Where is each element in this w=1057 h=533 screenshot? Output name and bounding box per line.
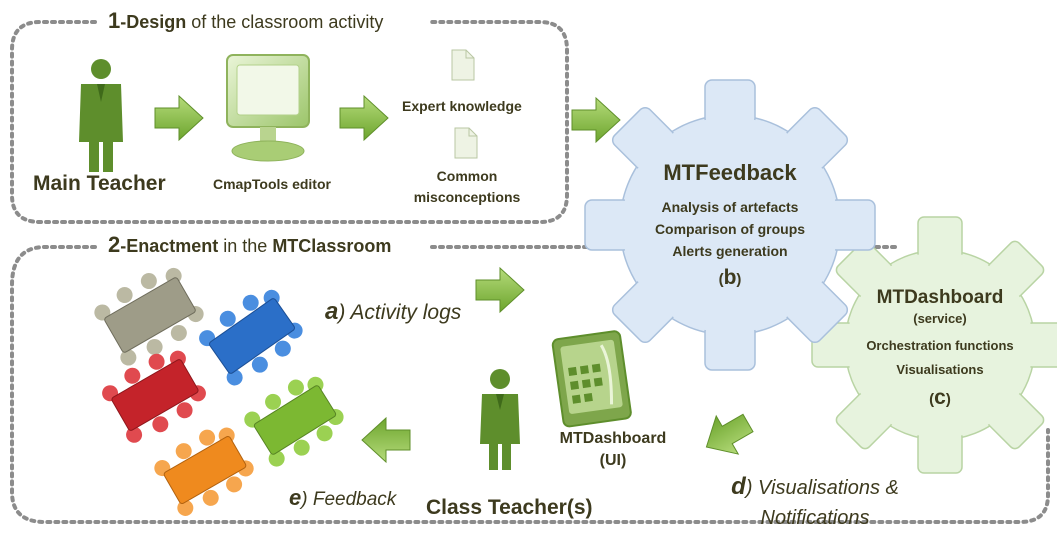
mtfeedback-gear: MTFeedback Analysis of artefacts Compari… [620,160,840,290]
enactment-section-title: 2-Enactment in the MTClassroom [104,232,396,258]
step-text-line2: Notifications [760,507,870,529]
table-group-icon [102,350,206,443]
table-group-icon [154,427,254,516]
gear-icon [811,216,1057,474]
document-icon [451,49,475,81]
design-section-title: 1-Design of the classroom activity [104,8,388,34]
section-title-tail: MTClassroom [272,236,392,256]
gear-b-line: Analysis of artefacts [661,199,799,215]
section-keyword: -Enactment [120,236,219,256]
arrow-right-icon [571,97,621,143]
step-text: ) Visualisations & [745,477,899,499]
section-title-middle: in the [218,236,273,256]
gear-b-tag: (b) [620,266,840,290]
monitor-icon [226,54,310,162]
step-letter: d [731,473,746,500]
gear-icon [584,79,876,371]
mtdashboard-service-gear: MTDashboard (service) Orchestration func… [840,287,1040,410]
section-number: 2 [108,232,121,257]
arrow-left-icon [361,417,411,463]
section-keyword: -Design [120,12,187,32]
arrow-right-icon [339,95,389,141]
section-title-rest: of the classroom activity [186,12,384,32]
design-section-border [10,20,569,224]
person-icon [480,369,520,470]
section-number: 1 [108,8,121,33]
enactment-section-border [10,245,1050,524]
feedback-label: e) Feedback [289,485,396,511]
mtdashboard-service-title: MTDashboard [876,287,1004,308]
table-group-icon [244,376,344,467]
mtdashboard-ui-label: MTDashboard (UI) [543,428,683,472]
arrow-left-icon [694,403,760,467]
step-letter: a [325,298,339,325]
activity-logs-label: a) Activity logs [325,298,461,326]
mtdashboard-ui-line1: MTDashboard [559,430,667,447]
class-teacher-label: Class Teacher(s) [426,496,593,519]
tag-letter: b [723,266,737,289]
tag-letter: c [934,386,946,409]
tag-close: ) [945,391,951,408]
misconceptions-line2: misconceptions [413,189,521,205]
mtdashboard-ui-line2: (UI) [599,452,627,469]
gear-c-tag: (c) [840,386,1040,410]
gear-b-line: Alerts generation [672,243,788,259]
tag-close: ) [736,271,742,288]
tablet-icon [551,330,632,428]
gear-b-line: Comparison of groups [654,221,806,237]
gear-c-line: Orchestration functions [866,338,1014,353]
gear-c-line: Visualisations [896,362,984,377]
tag-open: ( [718,271,724,288]
expert-knowledge-label: Expert knowledge [402,98,522,114]
misconceptions-line1: Common [436,168,498,184]
step-text: ) Activity logs [338,301,462,324]
table-group-icon [94,267,204,366]
arrow-right-icon [154,95,204,141]
person-icon [79,59,123,172]
step-text: ) Feedback [301,489,397,510]
table-group-icon [199,289,303,386]
document-icon [454,127,478,159]
mtdashboard-service-subtitle: (service) [913,311,967,326]
tag-open: ( [929,391,935,408]
visualisations-label: d) Visualisations & Notifications [690,472,940,533]
cmaptools-label: CmapTools editor [213,176,331,192]
misconceptions-label: Common misconceptions [402,166,532,208]
mtfeedback-title: MTFeedback [663,160,797,185]
main-teacher-label: Main Teacher [33,172,166,195]
step-letter: e [289,485,302,510]
arrow-right-icon [475,267,525,313]
